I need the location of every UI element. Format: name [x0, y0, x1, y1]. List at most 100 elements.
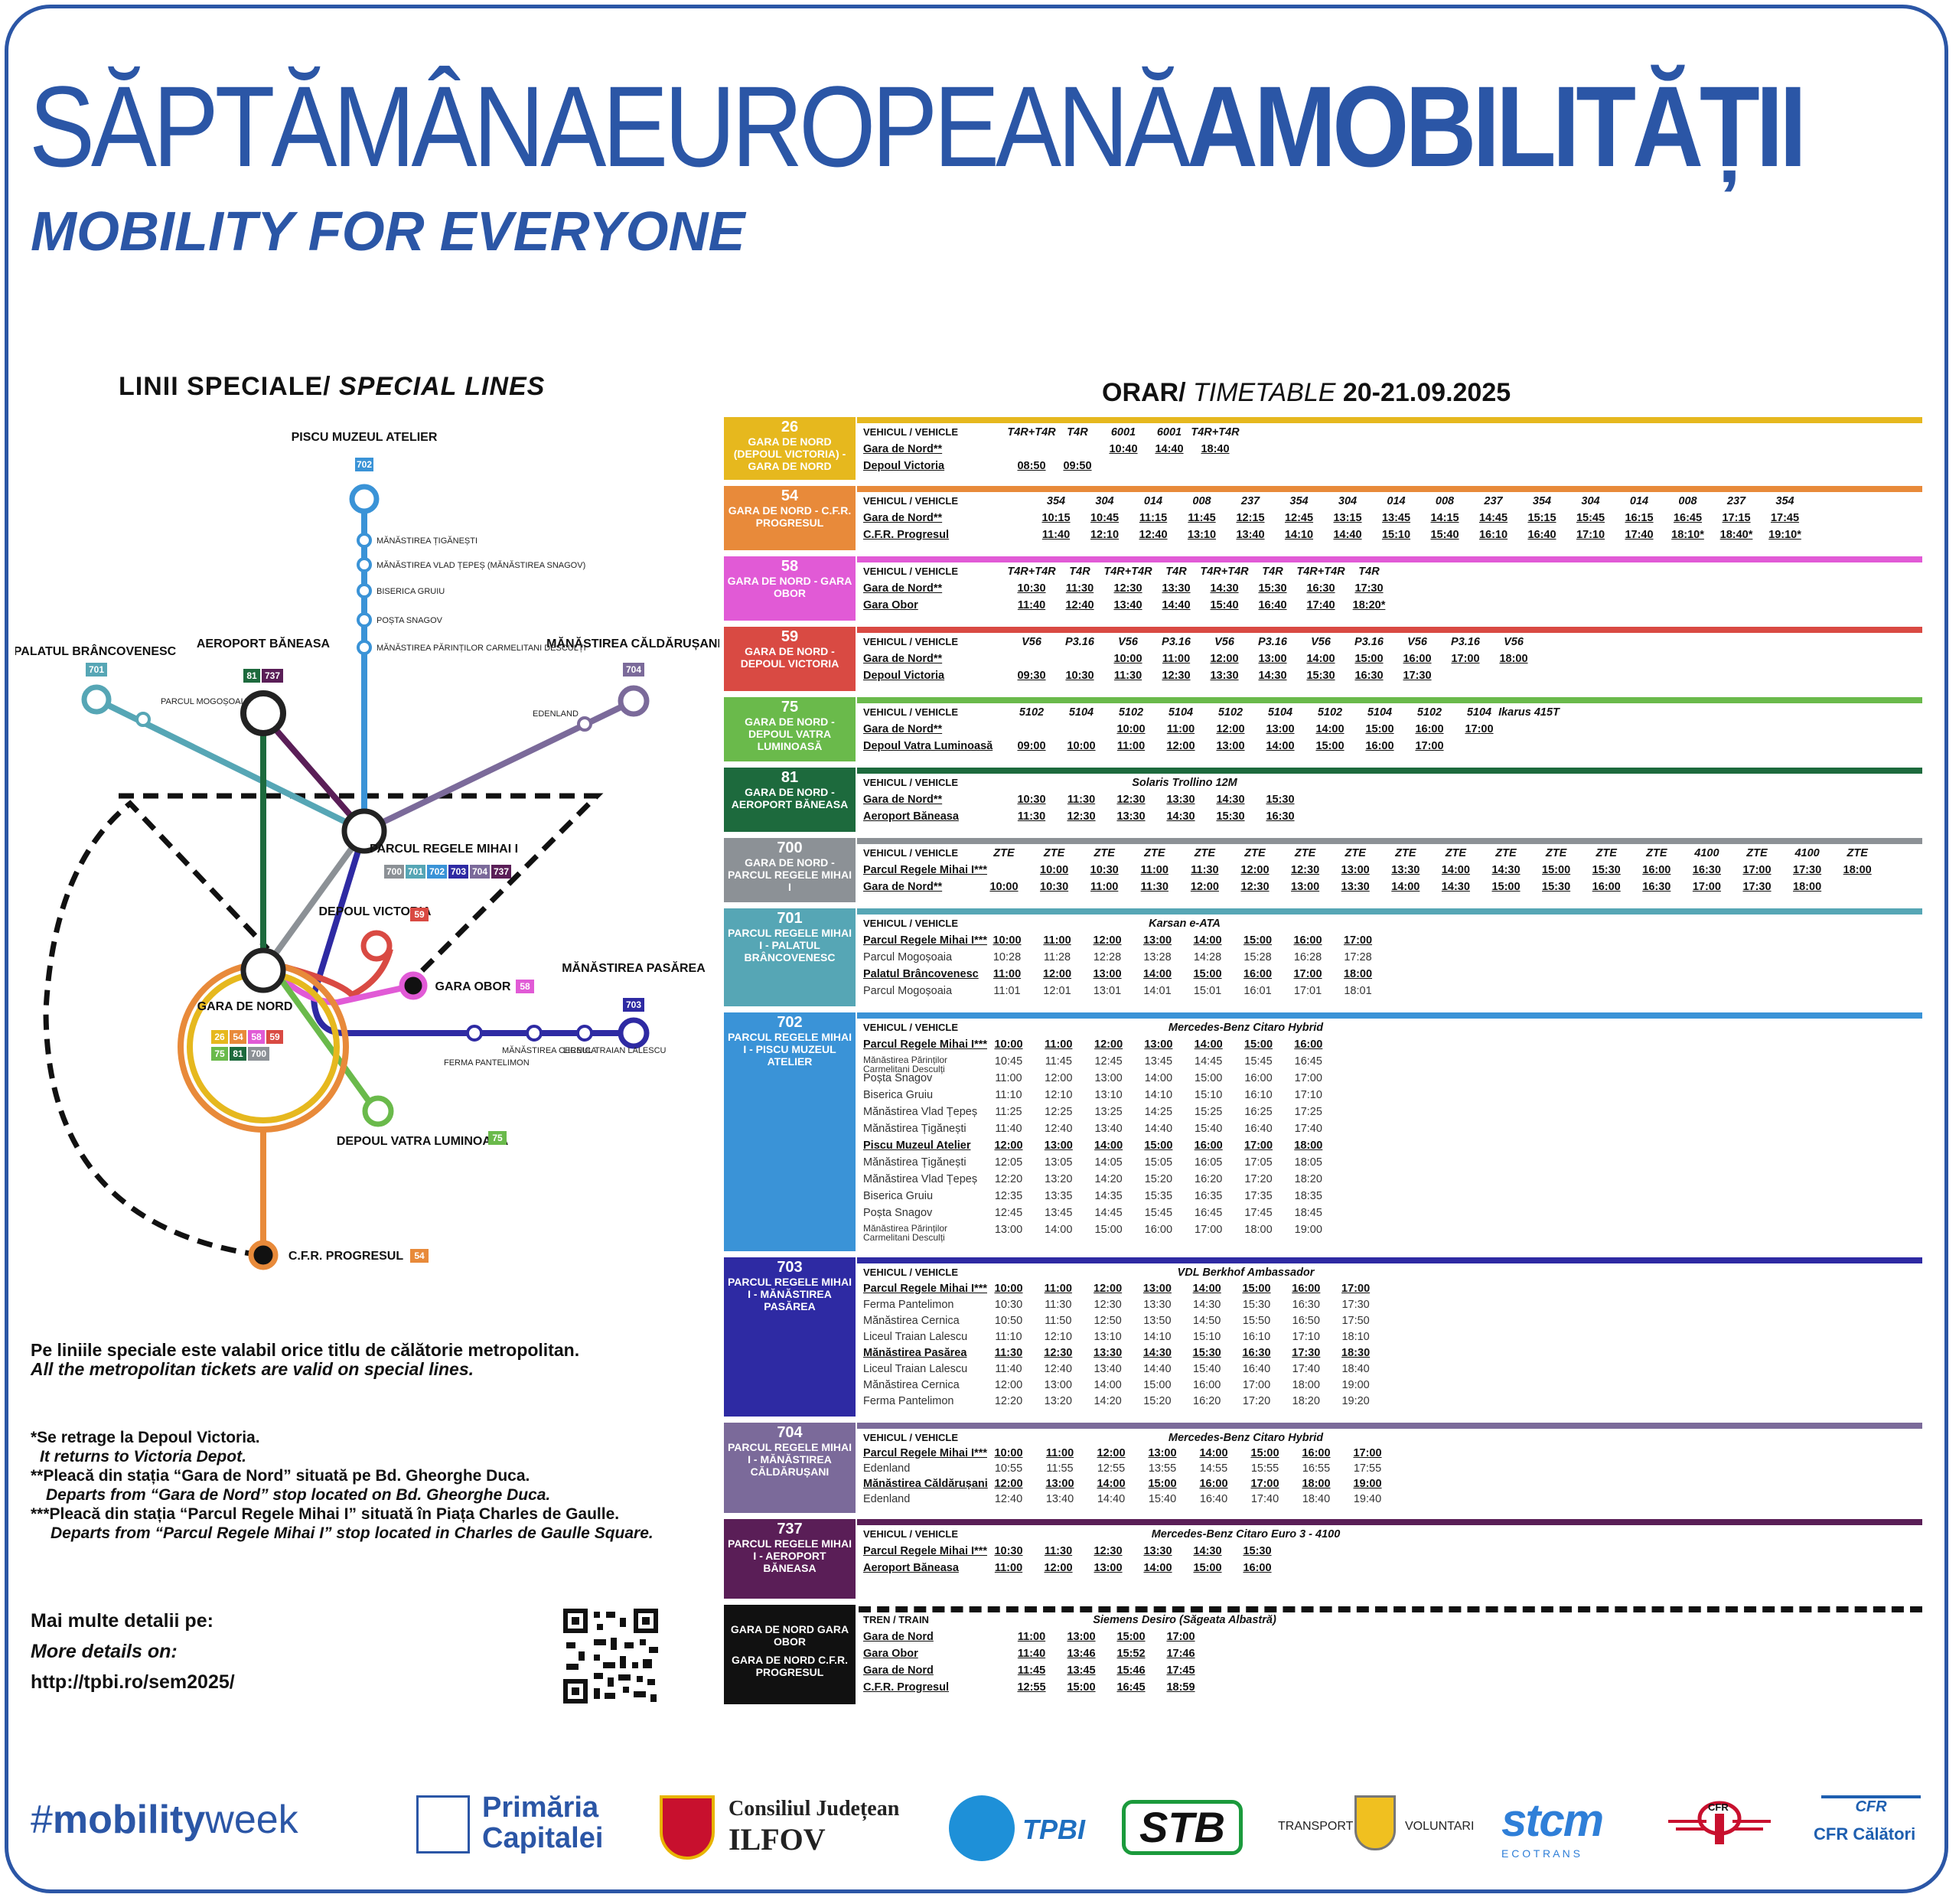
departure-time: 13:00: [1044, 1139, 1073, 1152]
departure-time: 17:40: [1306, 599, 1335, 611]
departure-time: 12:00: [1166, 740, 1195, 752]
label-aeroport: AEROPORT BĂNEASA: [197, 636, 331, 650]
departure-time: 16:40: [1242, 1363, 1271, 1375]
departure-time: 19:00: [1294, 1224, 1322, 1236]
station-vatra: [362, 1095, 394, 1127]
departure-time: 15:40: [1210, 599, 1239, 611]
departure-time: 18:40: [1302, 1493, 1331, 1505]
departure-time: 14:55: [1199, 1462, 1228, 1475]
departure-time: 10:30: [1017, 582, 1046, 595]
departure-time: 13:00: [1044, 1379, 1072, 1391]
vehicle-code: 304: [1338, 495, 1358, 507]
vehicle-code: T4R: [1067, 426, 1088, 439]
primaria-logo-icon: [416, 1795, 470, 1853]
departure-time: 13:40: [1045, 1493, 1074, 1505]
departure-time: 11:10: [995, 1089, 1022, 1101]
departure-time: 18:05: [1294, 1156, 1322, 1169]
stop-name: C.F.R. Progresul: [863, 1681, 949, 1694]
departure-time: 12:00: [1210, 653, 1239, 665]
label-cfr: C.F.R. PROGRESUL: [288, 1250, 403, 1263]
departure-time: 16:55: [1302, 1462, 1331, 1475]
vehicle-code: ZTE: [1395, 847, 1416, 859]
stop-name: Edenland: [863, 1493, 911, 1505]
departure-time: 13:00: [1266, 723, 1295, 735]
stop-name: Biserica Gruiu: [863, 1190, 934, 1202]
label-vatra: DEPOUL VATRA LUMINOASĂ: [337, 1133, 509, 1148]
departure-time: 13:00: [1142, 934, 1172, 947]
departure-time: 14:05: [1094, 1156, 1123, 1169]
train-line-dashed: [43, 793, 604, 1258]
svg-text:737: 737: [494, 866, 509, 877]
vehicle-code: ZTE: [1144, 847, 1165, 859]
departure-time: 13:30: [1116, 810, 1146, 823]
departure-time: 13:01: [1093, 985, 1122, 997]
departure-time: 15:10: [1195, 1089, 1223, 1101]
departure-time: 17:15: [1722, 512, 1751, 524]
departure-time: 17:55: [1353, 1462, 1382, 1475]
departure-time: 17:25: [1294, 1106, 1322, 1118]
departure-time: 12:45: [1284, 512, 1314, 524]
vehicle-code: 008: [1192, 495, 1211, 507]
departure-time: 17:00: [1465, 723, 1494, 735]
departure-time: 17:20: [1244, 1173, 1273, 1185]
line-route: GARA DE NORD - AEROPORT BĂNEASA: [731, 786, 849, 810]
departure-time: 16:00: [1199, 1478, 1228, 1490]
stop-name: Gara de Nord**: [863, 653, 943, 665]
departure-time: 14:30: [1216, 794, 1245, 806]
departure-time: 17:45: [1166, 1664, 1195, 1677]
departure-time: 11:00: [1017, 1631, 1046, 1643]
departure-time: 10:55: [994, 1462, 1023, 1475]
departure-time: 14:00: [1192, 1283, 1221, 1295]
tpbi-logo-icon: [949, 1795, 1015, 1861]
vehicle-label: VEHICUL / VEHICLE: [863, 566, 959, 577]
departure-time: 14:00: [1143, 1562, 1172, 1574]
line-number: 703: [777, 1259, 803, 1276]
departure-time: 16:50: [1292, 1315, 1320, 1327]
departure-time: 15:05: [1144, 1156, 1173, 1169]
svg-text:54: 54: [233, 1032, 243, 1042]
departure-time: 17:00: [1353, 1447, 1382, 1459]
station-cfr: [248, 1240, 279, 1270]
departure-time: 11:15: [1139, 512, 1168, 524]
svg-text:700: 700: [251, 1048, 266, 1059]
departure-time: 11:01: [993, 985, 1021, 997]
departure-time: 17:00: [1242, 1379, 1271, 1391]
departure-time: 16:00: [1243, 968, 1273, 980]
departure-time: 19:00: [1341, 1379, 1370, 1391]
details-url[interactable]: http://tpbi.ro/sem2025/: [31, 1671, 235, 1693]
departure-time: 13:50: [1143, 1315, 1172, 1327]
vehicle-code: 304: [1581, 495, 1600, 507]
stop-name: Gara de Nord**: [863, 443, 943, 455]
vehicle-code: 5104: [1168, 706, 1194, 719]
station-pasarea: [618, 1017, 650, 1049]
departure-time: 11:00: [1045, 1447, 1074, 1459]
departure-time: 18:00: [1294, 1139, 1323, 1152]
departure-time: 12:28: [1093, 951, 1122, 963]
departure-time: 11:00: [995, 1072, 1022, 1084]
vehicle-code: 304: [1095, 495, 1114, 507]
stop-edenland: EDENLAND: [533, 709, 579, 719]
vehicle-code: 5102: [1118, 706, 1144, 719]
departure-time: 11:00: [1166, 723, 1195, 735]
departure-time: 16:00: [1365, 740, 1394, 752]
line-75-path: [272, 970, 378, 1112]
departure-time: 14:00: [1193, 934, 1222, 947]
departure-time: 10:45: [1090, 512, 1120, 524]
departure-time: 12:45: [1094, 1055, 1123, 1068]
departure-time: 14:00: [1097, 1478, 1126, 1490]
departure-time: 15:46: [1116, 1664, 1146, 1677]
vehicle-code: ZTE: [993, 847, 1015, 859]
departure-time: 13:45: [1067, 1664, 1096, 1677]
stop-name: Parcul Regele Mihai I***: [863, 1038, 987, 1051]
departure-time: 14:30: [1210, 582, 1239, 595]
